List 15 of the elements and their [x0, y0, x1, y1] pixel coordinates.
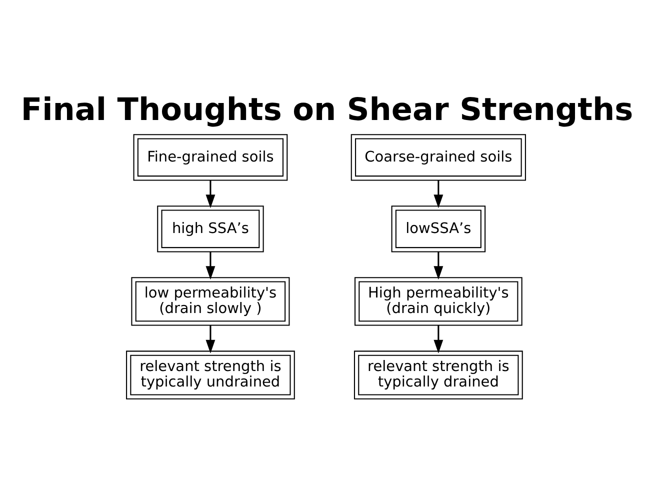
- node-box: relevant strength is typically drained: [354, 350, 523, 400]
- node-box: low permeability's (drain slowly ): [131, 277, 290, 326]
- node-box: high SSA’s: [157, 206, 264, 252]
- node-box: High permeability's (drain quickly): [354, 277, 522, 326]
- node-box: Coarse-grained soils: [350, 134, 526, 181]
- node-box: lowSSA’s: [391, 206, 486, 252]
- arrow: [434, 180, 444, 208]
- arrow: [434, 252, 444, 280]
- arrow: [206, 252, 216, 280]
- diagram-title: Final Thoughts on Shear Strengths: [20, 92, 634, 128]
- arrow: [434, 326, 444, 354]
- arrow: [206, 326, 216, 354]
- node-box: Fine-grained soils: [133, 134, 288, 181]
- node-box: relevant strength is typically undrained: [126, 350, 295, 400]
- arrow: [206, 180, 216, 208]
